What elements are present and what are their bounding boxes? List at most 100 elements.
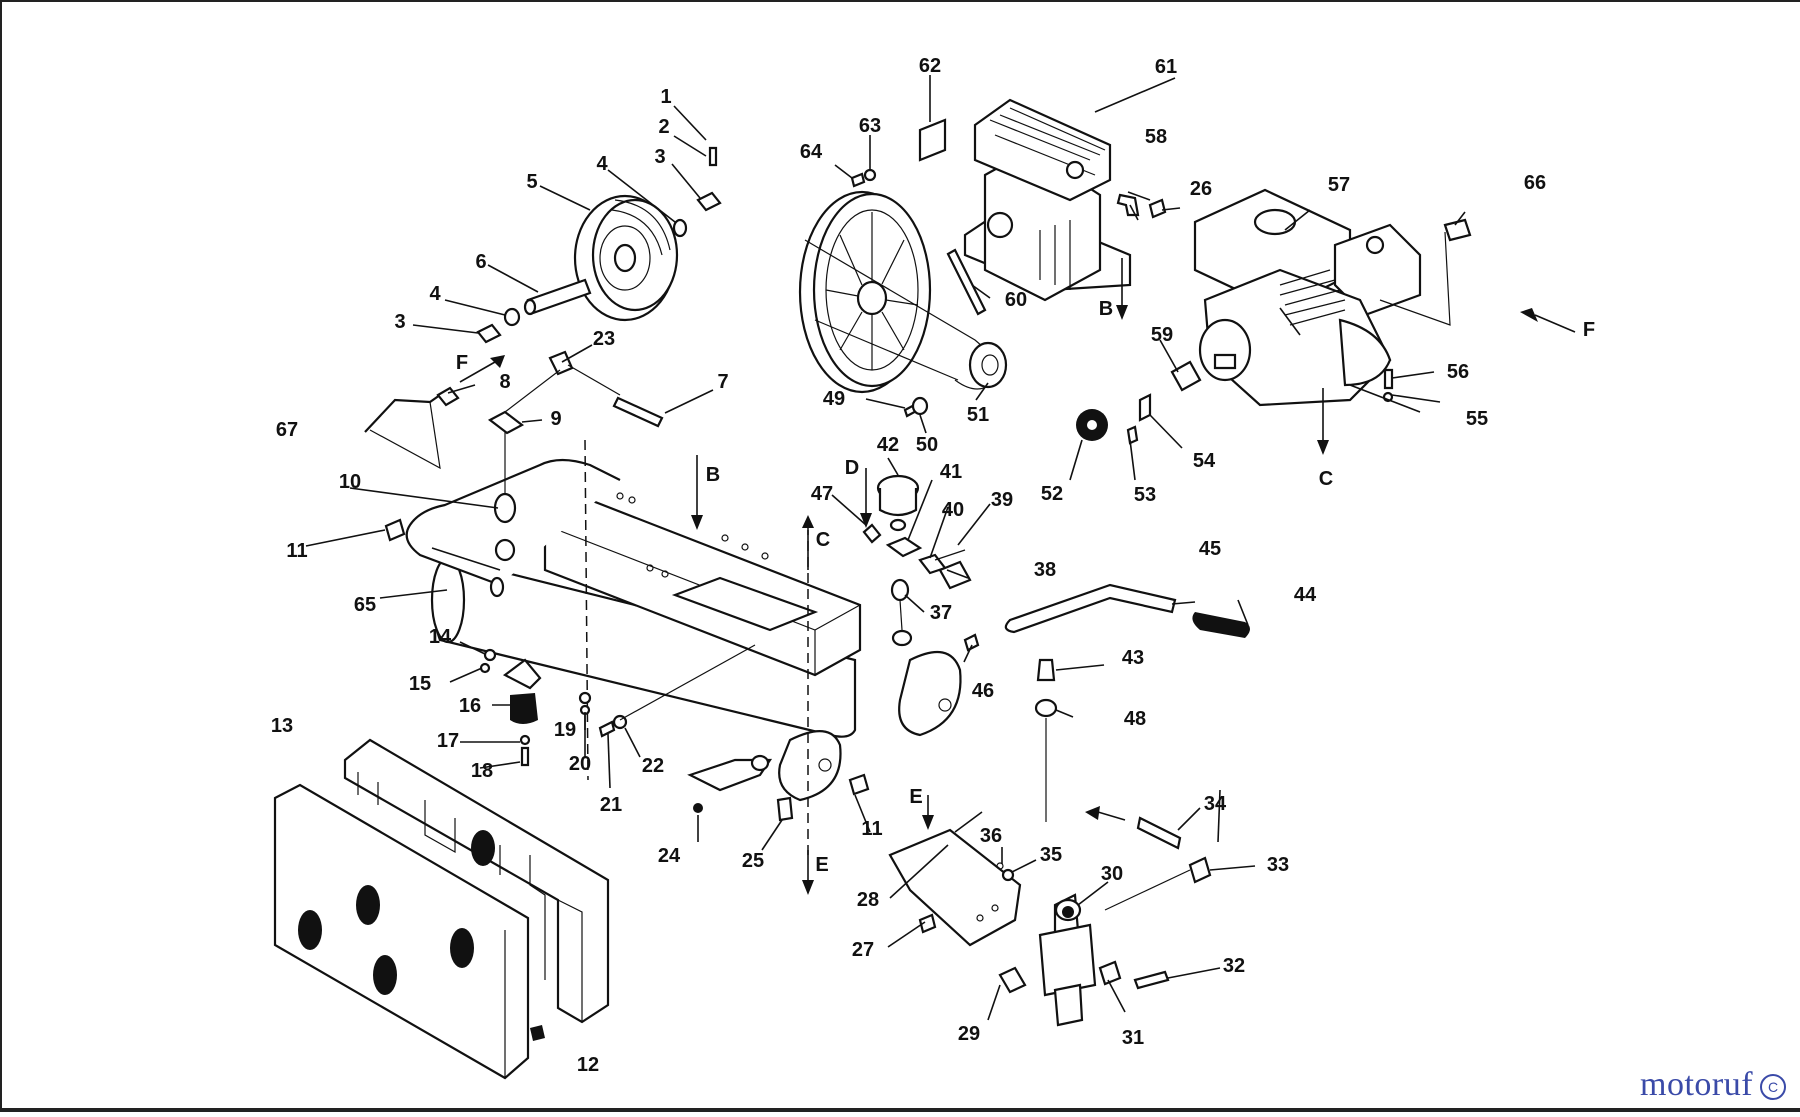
fitting-31 — [1098, 960, 1122, 986]
washer-lower — [503, 307, 521, 327]
elbow-33 — [1188, 856, 1212, 884]
callout-6: 6 — [475, 251, 486, 273]
callout-59: 59 — [1151, 324, 1173, 346]
callout-39: 39 — [991, 489, 1013, 511]
callout-30: 30 — [1101, 863, 1123, 885]
flow-letter-d: D — [845, 457, 859, 479]
callout-35: 35 — [1040, 844, 1062, 866]
washer-upper — [672, 218, 688, 238]
frame-border-top — [0, 0, 1800, 2]
engine-pulley — [968, 341, 1008, 389]
nut-27 — [918, 913, 937, 934]
callout-34: 34 — [1204, 793, 1227, 815]
washer-17 — [519, 734, 531, 746]
callout-7: 7 — [717, 371, 728, 393]
callout-49: 49 — [823, 388, 845, 410]
wheel — [573, 194, 679, 322]
flow-letters: B B C C D E E F F — [456, 298, 1595, 876]
callout-42: 42 — [877, 434, 899, 456]
callout-55: 55 — [1466, 408, 1488, 430]
callout-8: 8 — [499, 371, 510, 393]
callout-15: 15 — [409, 673, 431, 695]
safety-valve-38 — [938, 560, 972, 590]
washer-50 — [911, 396, 929, 416]
elbow-47 — [862, 523, 882, 544]
filter-regulator — [1038, 893, 1097, 1027]
callout-63: 63 — [859, 115, 881, 137]
handle-bar — [1004, 583, 1177, 634]
callout-11-left: 11 — [286, 540, 307, 562]
callout-58: 58 — [1145, 126, 1167, 148]
screw-32 — [1133, 970, 1170, 990]
bracket-54 — [1138, 393, 1152, 422]
callout-19: 19 — [554, 719, 576, 741]
fitting-26 — [1148, 198, 1167, 219]
callout-53: 53 — [1134, 484, 1156, 506]
callout-46: 46 — [972, 680, 994, 702]
callout-1: 1 — [660, 86, 671, 108]
callout-25: 25 — [742, 850, 764, 872]
callout-66: 66 — [1524, 172, 1546, 194]
callout-45: 45 — [1199, 538, 1221, 560]
shroud-panel-front — [273, 783, 530, 1080]
callout-22: 22 — [642, 755, 664, 777]
callout-20: 20 — [569, 753, 591, 775]
callout-4-lower: 4 — [429, 283, 441, 305]
flow-letter-c-lower: C — [816, 529, 830, 551]
flow-letter-e-lower: E — [815, 854, 828, 876]
callout-14: 14 — [429, 626, 452, 648]
bolt-1 — [708, 146, 718, 167]
plug-10 — [494, 538, 516, 562]
belt-key-60 — [946, 248, 987, 316]
clip-lower — [476, 323, 502, 344]
callout-16: 16 — [459, 695, 481, 717]
rubber-foot-16 — [510, 693, 538, 724]
callout-38: 38 — [1034, 559, 1056, 581]
nut-63 — [863, 168, 877, 182]
flow-letter-b-lower: B — [706, 464, 720, 486]
callout-51: 51 — [967, 404, 989, 426]
callout-64: 64 — [800, 141, 823, 163]
throttle-cable — [1379, 231, 1451, 326]
flow-letter-c-upper: C — [1319, 468, 1333, 490]
drain-plug — [891, 629, 913, 647]
compressor-pump — [963, 98, 1132, 302]
fitting-43 — [1036, 658, 1056, 682]
callout-labels: 1 2 3 3 4 4 5 6 7 8 9 10 11 11 12 13 14 … — [271, 55, 1546, 1076]
callout-33: 33 — [1267, 854, 1289, 876]
pressure-switch — [876, 474, 920, 532]
callout-41: 41 — [940, 461, 962, 483]
foot-bracket-left — [502, 658, 542, 690]
callout-29: 29 — [958, 1023, 980, 1045]
clip-12 — [530, 1025, 545, 1041]
callout-32: 32 — [1223, 955, 1245, 977]
callout-50: 50 — [916, 434, 938, 456]
bolt-25 — [776, 796, 794, 822]
elbow-23 — [548, 350, 574, 376]
air-tank — [430, 556, 962, 802]
callout-31: 31 — [1122, 1027, 1144, 1049]
callout-48: 48 — [1124, 708, 1146, 730]
callout-60: 60 — [1005, 289, 1027, 311]
callout-24: 24 — [658, 845, 681, 867]
unloader-tube-loop — [369, 401, 441, 470]
nut-11-left — [384, 518, 406, 542]
nut-14 — [483, 648, 497, 662]
callout-9: 9 — [550, 408, 561, 430]
bolt-64 — [850, 172, 866, 188]
handle-frame-tube — [405, 458, 621, 598]
screw-36 — [996, 862, 1004, 870]
callout-62: 62 — [919, 55, 941, 77]
callout-43: 43 — [1122, 647, 1144, 669]
gear-52 — [1076, 409, 1108, 441]
callout-65: 65 — [354, 594, 376, 616]
hose-34 — [1136, 816, 1182, 850]
callout-47: 47 — [811, 483, 833, 505]
handle-grip — [1192, 612, 1250, 638]
callout-4-upper: 4 — [596, 153, 608, 175]
flow-letter-f-left: F — [456, 352, 468, 374]
callout-12: 12 — [577, 1054, 599, 1076]
axle — [523, 278, 592, 316]
